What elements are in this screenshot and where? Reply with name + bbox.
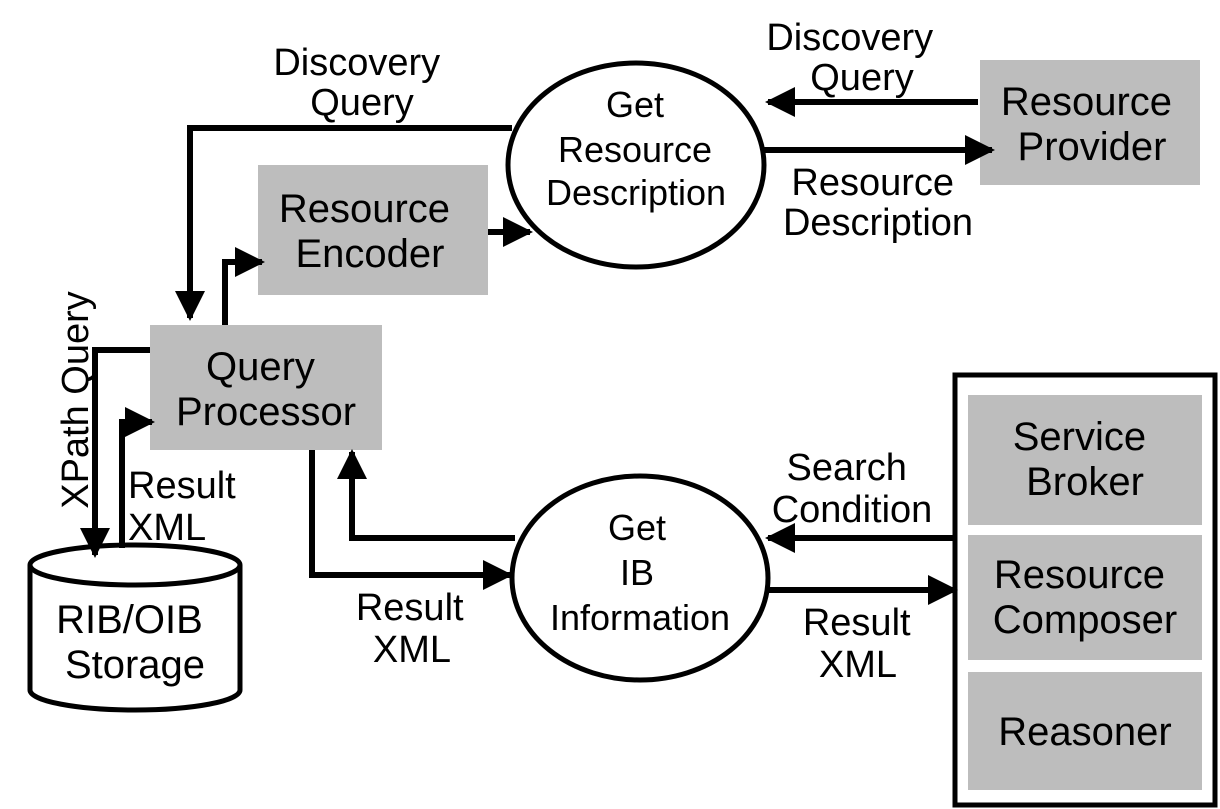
storage-cylinder [27,542,243,713]
resource-encoder-label: Resource Encoder [279,187,461,276]
search-condition-label: Search Condition [772,447,933,531]
service-broker-label: Service Broker [1013,415,1158,504]
result-xml-storage-label: Result XML [128,465,246,549]
storage-label: RIB/OIB Storage [56,598,214,687]
resource-encoder-box [258,165,488,295]
query-processor-label: Query Processor [176,345,356,434]
get-resource-description-ellipse [505,60,767,270]
discovery-query-arrow-left [175,125,512,321]
resource-composer-box [968,535,1202,660]
service-broker-box [968,395,1202,525]
get-resource-description-label: Get Resource Description [546,84,726,213]
resource-composer-label: Resource Composer [993,553,1178,642]
ib-to-processor-arrow [337,449,515,541]
discovery-query-left-label: Discovery Query [273,42,450,124]
xpath-query-arrow [80,347,150,558]
processor-to-encoder-arrow [222,247,265,325]
processor-to-ib-arrow [309,450,513,590]
result-xml-bottom-label: Result XML [356,587,474,671]
discovery-query-right-label: Discovery Query [766,17,943,99]
resource-provider-box [980,60,1200,185]
reasoner-label: Reasoner [998,710,1171,754]
query-processor-box [150,325,382,450]
reasoner-box [968,672,1202,790]
resource-provider-label: Resource Provider [1001,80,1183,169]
result-xml-storage-arrow [119,407,155,548]
xpath-query-label: XPath Query [55,291,97,509]
result-xml-right-label: Result XML [803,602,921,686]
resource-description-label: Resource Description [783,162,973,244]
get-ib-information-label: Get IB Information [550,507,730,638]
